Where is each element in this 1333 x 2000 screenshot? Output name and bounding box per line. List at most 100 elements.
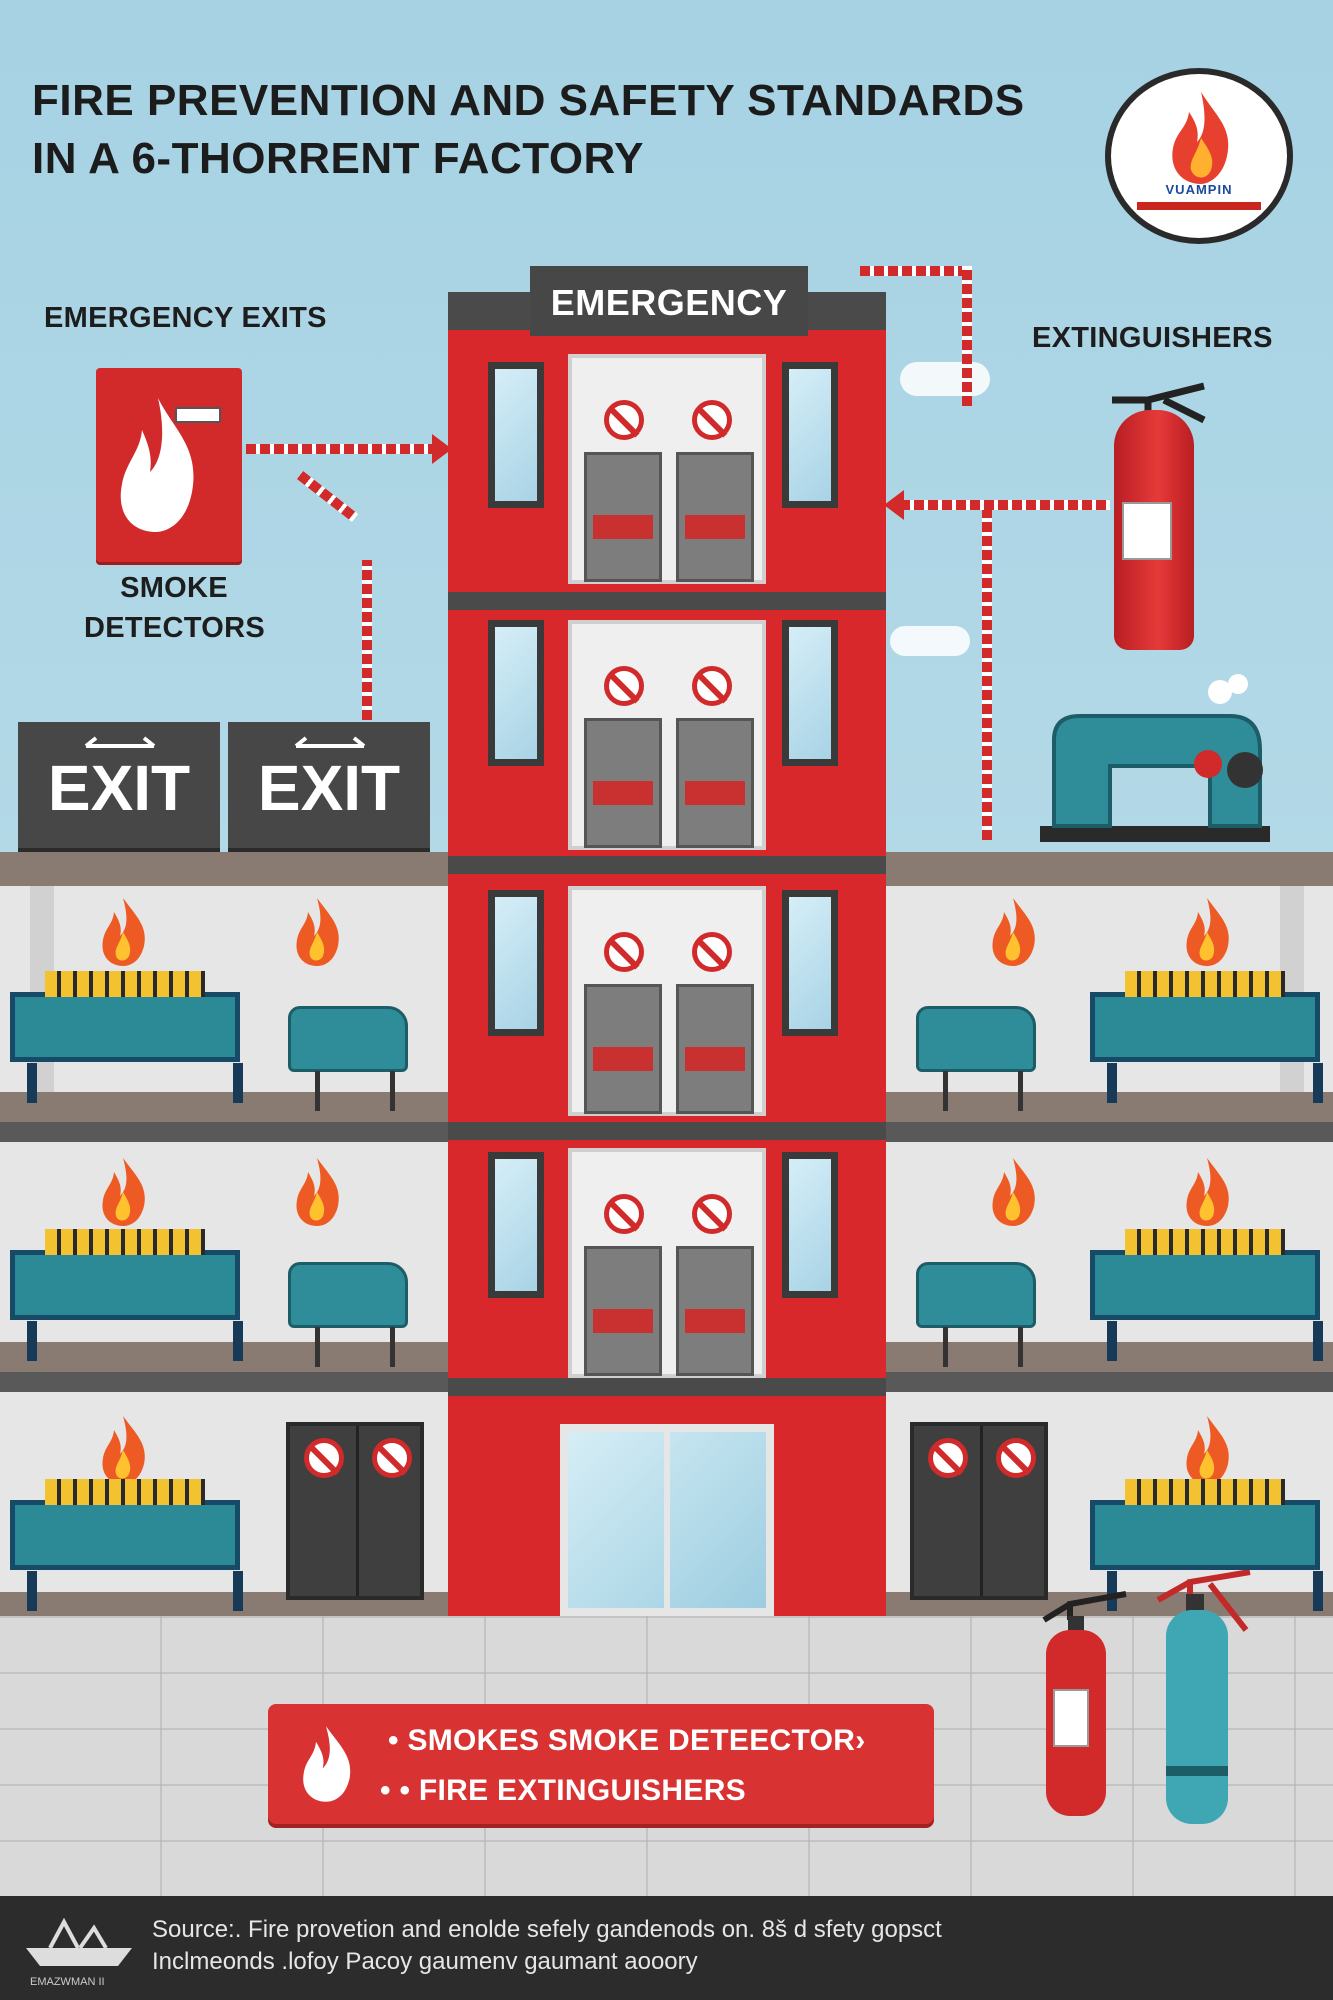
machine-icon (584, 984, 662, 1114)
no-fire-sign-icon (604, 400, 644, 440)
legend-item-smoke-detector: • SMOKES SMOKE DETEECTOR› (388, 1724, 866, 1757)
exit-sign: EXIT (18, 722, 220, 854)
alarm-line (962, 266, 972, 406)
no-fire-sign-icon (692, 932, 732, 972)
flame-icon (1172, 92, 1229, 184)
emergency-sign: EMERGENCY (530, 266, 808, 336)
flame-icon (303, 1726, 351, 1802)
flame-icon (120, 398, 221, 532)
logo-text: VUAMPIN (1165, 182, 1233, 197)
fire-hazard-icon (992, 898, 1035, 966)
emergency-exits-label: EMERGENCY EXITS (44, 302, 327, 334)
no-fire-sign-icon (692, 1194, 732, 1234)
exit-sign-text: EXIT (47, 752, 191, 824)
fire-extinguisher-icon (1156, 1570, 1251, 1824)
sewing-machine-icon (916, 1006, 1036, 1111)
loom-machine-icon (10, 971, 243, 1103)
loom-machine-icon (1090, 1479, 1323, 1611)
fire-hazard-icon (1186, 898, 1229, 966)
fire-hazard-icon (296, 1158, 339, 1226)
tower-floor-divider (448, 1122, 886, 1140)
tower-window (782, 890, 838, 1036)
source-line-2: Inclmeonds .lofoy Pacoy gaumenv gaumant … (152, 1948, 698, 1975)
machine-icon (676, 984, 754, 1114)
no-fire-sign-icon (996, 1438, 1036, 1478)
fire-hazard-icon (1186, 1416, 1229, 1484)
exit-sign-text: EXIT (257, 752, 401, 824)
extinguishers-label: EXTINGUISHERS (1032, 322, 1273, 354)
main-entrance-door[interactable] (560, 1424, 774, 1616)
no-fire-sign-icon (604, 1194, 644, 1234)
equipment-bay (568, 354, 766, 584)
legend-box: • SMOKES SMOKE DETEECTOR› • • FIRE EXTIN… (268, 1704, 934, 1824)
sewing-machine-icon (916, 1262, 1036, 1367)
brand-logo: VUAMPIN (1105, 68, 1293, 244)
tower-floor-divider (448, 592, 886, 610)
smoke-label-line-1: SMOKE (120, 572, 228, 604)
no-fire-sign-icon (692, 400, 732, 440)
fire-hazard-icon (102, 898, 145, 966)
loom-machine-icon (10, 1229, 243, 1361)
tower-window (488, 1152, 544, 1298)
tower-window (488, 890, 544, 1036)
cloud (890, 626, 970, 656)
machine-icon (676, 452, 754, 582)
title-line-1: FIRE PREVENTION AND SAFETY STANDARDS (32, 76, 1025, 125)
source-citation: Source:. Fire provetion and enolde sefel… (152, 1914, 1252, 1978)
no-fire-sign-icon (304, 1438, 344, 1478)
smoke-label-line-2: DETECTORS (84, 612, 266, 644)
equipment-bay (568, 886, 766, 1116)
machine-icon (584, 452, 662, 582)
machine-icon (676, 718, 754, 848)
source-line-1: Source:. Fire provetion and enolde sefel… (152, 1916, 942, 1943)
no-fire-sign-icon (372, 1438, 412, 1478)
tower-window (782, 362, 838, 508)
sewing-machine-icon (288, 1006, 408, 1111)
arrow-icon (884, 490, 904, 520)
alarm-line (860, 266, 972, 276)
exit-sign: EXIT (228, 722, 430, 854)
arrow-icon (84, 736, 156, 748)
ship-logo-icon (26, 1917, 132, 1966)
fire-hazard-icon (102, 1158, 145, 1226)
sewing-machine-icon (288, 1262, 408, 1367)
tower-window (488, 362, 544, 508)
machine-icon (676, 1246, 754, 1376)
loom-machine-icon (1090, 971, 1323, 1103)
machine-icon (584, 718, 662, 848)
tower-window (782, 620, 838, 766)
equipment-bay (568, 620, 766, 850)
alarm-line (982, 510, 992, 840)
loom-machine-icon (1090, 1229, 1323, 1361)
alarm-line (900, 500, 1110, 510)
legend-item-fire-extinguishers: • • FIRE EXTINGUISHERS (380, 1774, 746, 1807)
no-fire-sign-icon (604, 932, 644, 972)
no-fire-sign-icon (928, 1438, 968, 1478)
footer: EMAZWMAN II Source:. Fire provetion and … (0, 1896, 1333, 2000)
loom-machine-icon (10, 1479, 243, 1611)
fire-extinguisher-icon (1114, 410, 1194, 650)
no-fire-sign-icon (604, 666, 644, 706)
fire-hazard-icon (102, 1416, 145, 1484)
smoke-detector-panel (96, 368, 242, 562)
alarm-line (246, 444, 442, 454)
sewing-machine-icon (1040, 674, 1270, 842)
machine-icon (584, 1246, 662, 1376)
title-line-2: IN A 6-THORRENT FACTORY (32, 134, 645, 183)
tower-window (782, 1152, 838, 1298)
logo-stripe (1137, 202, 1261, 210)
fire-hazard-icon (992, 1158, 1035, 1226)
extinguisher-tag (1122, 502, 1172, 560)
tower-floor-divider (448, 1378, 886, 1396)
arrow-icon (294, 736, 366, 748)
fire-door[interactable] (286, 1422, 424, 1600)
fire-door[interactable] (910, 1422, 1048, 1600)
cloud (900, 362, 990, 396)
arrow-icon (432, 434, 452, 464)
page-title: FIRE PREVENTION AND SAFETY STANDARDS IN … (32, 72, 1072, 188)
fire-extinguisher-icon (1042, 1591, 1127, 1816)
tower-floor-divider (448, 856, 886, 874)
tower-window (488, 620, 544, 766)
no-fire-sign-icon (692, 666, 732, 706)
fire-hazard-icon (296, 898, 339, 966)
